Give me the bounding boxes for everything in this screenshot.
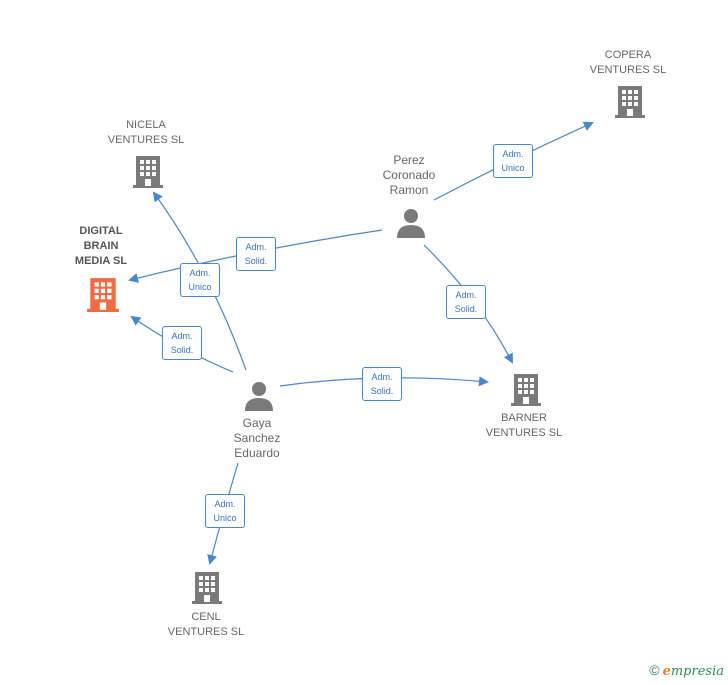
edge-label-perez-barner[interactable]: Adm. Solid. [446, 285, 486, 319]
building-icon[interactable] [614, 84, 646, 118]
footer-brand: ©empresia [649, 662, 724, 679]
person-icon[interactable] [395, 207, 427, 239]
building-icon[interactable] [132, 154, 164, 188]
node-label-nicela[interactable]: NICELA VENTURES SL [107, 119, 185, 146]
edge-label-gaya-cenl[interactable]: Adm. Unico [205, 494, 245, 528]
edge-label-gaya-nicela[interactable]: Adm. Unico [180, 263, 220, 297]
brand-initial: e [662, 664, 671, 679]
building-icon[interactable] [510, 372, 542, 406]
brand-name: mpresia [670, 664, 724, 679]
node-label-gaya[interactable]: Gaya Sanchez Eduardo [233, 416, 281, 460]
edge-label-perez-digital[interactable]: Adm. Solid. [236, 237, 276, 271]
node-label-barner[interactable]: BARNER VENTURES SL [485, 412, 563, 439]
edge-label-gaya-barner[interactable]: Adm. Solid. [362, 367, 402, 401]
edge-label-gaya-digital[interactable]: Adm. Solid. [162, 326, 202, 360]
edge-label-perez-copera[interactable]: Adm. Unico [493, 144, 533, 178]
copyright-icon: © [649, 662, 660, 678]
building-icon[interactable] [86, 276, 120, 312]
node-label-digital-brain-media[interactable]: DIGITAL BRAIN MEDIA SL [74, 225, 128, 267]
building-icon[interactable] [191, 570, 223, 604]
node-label-perez[interactable]: Perez Coronado Ramon [382, 153, 436, 197]
node-label-cenl[interactable]: CENL VENTURES SL [167, 611, 245, 638]
person-icon[interactable] [243, 380, 275, 412]
node-label-copera[interactable]: COPERA VENTURES SL [589, 49, 667, 76]
